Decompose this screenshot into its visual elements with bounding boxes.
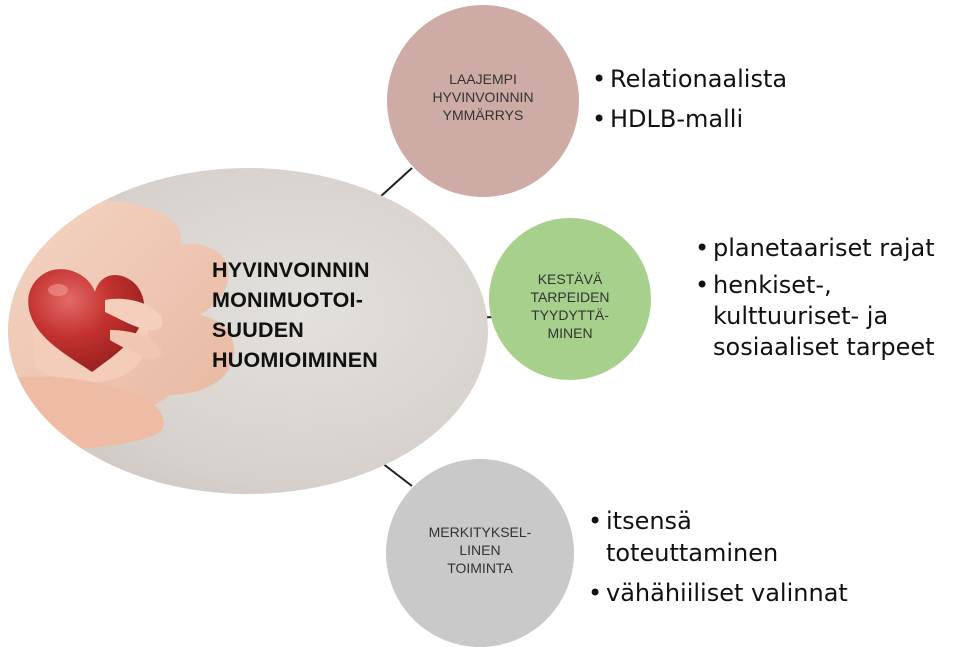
node-circle-meaningful-activity — [386, 459, 574, 647]
node-label-wellbeing-understanding: LAAJEMPI HYVINVOINNIN YMMÄRRYS — [432, 71, 534, 123]
node-circle-sustainable-needs — [489, 218, 651, 380]
node-label-meaningful-activity: MERKITYKSEL- LINEN TOIMINTA — [428, 524, 532, 576]
bullet-item: Relationaalista — [592, 64, 787, 94]
bullet-item: henkiset-, kulttuuriset- ja sosiaaliset … — [695, 270, 935, 363]
bullet-list-sustainable-needs: planetaariset rajat henkiset-, kulttuuri… — [695, 233, 935, 369]
node-circle-wellbeing-understanding — [387, 5, 579, 197]
bullet-item: HDLB-malli — [592, 104, 787, 134]
main-photo — [8, 168, 488, 494]
main-title: HYVINVOINNIN MONIMUOTOI- SUUDEN HUOMIOIM… — [212, 258, 379, 372]
bullet-item: itsensä toteuttaminen — [588, 505, 848, 569]
node-label-sustainable-needs: KESTÄVÄ TARPEIDEN TYYDYTTÄ- MINEN — [530, 271, 610, 341]
connector-top — [379, 167, 413, 198]
bullet-list-wellbeing-understanding: Relationaalista HDLB-malli — [592, 64, 787, 144]
bullet-item: vähähiiliset valinnat — [588, 577, 848, 609]
bullet-list-meaningful-activity: itsensä toteuttaminen vähähiiliset valin… — [588, 505, 848, 617]
bullet-item: planetaariset rajat — [695, 233, 935, 264]
